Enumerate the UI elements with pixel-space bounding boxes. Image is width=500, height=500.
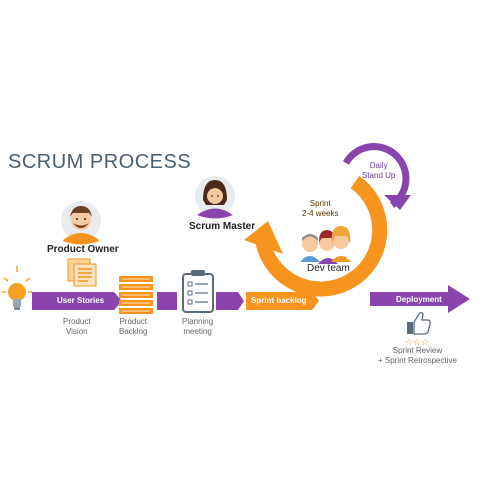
product-backlog-label: Product Backlog: [119, 317, 148, 336]
user-stories-label: User Stories: [57, 296, 105, 305]
scrum-master-label: Scrum Master: [189, 221, 256, 232]
product-vision-label: Product Vision: [63, 317, 91, 336]
documents-icon: [67, 258, 97, 287]
planning-meeting-label: Planning meeting: [182, 317, 214, 336]
dev-team-label: Dev team: [307, 263, 350, 274]
deployment-label: Deployment: [396, 295, 442, 304]
thumbs-up-icon: [407, 311, 431, 335]
sprint-review-label: Sprint Review + Sprint Retrospective: [378, 346, 457, 365]
stars-icon: ☆☆☆: [405, 338, 429, 348]
scrum-master-avatar: [195, 176, 235, 219]
product-owner-avatar: [61, 201, 101, 245]
process-flow-bar: [32, 285, 470, 313]
product-owner-label: Product Owner: [47, 244, 119, 255]
dev-team-avatars: [300, 226, 351, 264]
svg-text:☆☆☆: ☆☆☆: [405, 338, 429, 348]
page-title: SCRUM PROCESS: [8, 151, 192, 173]
lightbulb-icon: [2, 266, 32, 310]
sprint-backlog-label: Sprint backlog: [251, 296, 307, 305]
backlog-stack-icon: [119, 276, 153, 314]
clipboard-icon: [182, 270, 214, 313]
daily-standup-label: Daily Stand Up: [362, 161, 396, 180]
sprint-cycle-arrow: [244, 175, 388, 297]
daily-standup-arrow: [342, 143, 411, 210]
sprint-duration-label: Sprint 2-4 weeks: [302, 199, 339, 218]
